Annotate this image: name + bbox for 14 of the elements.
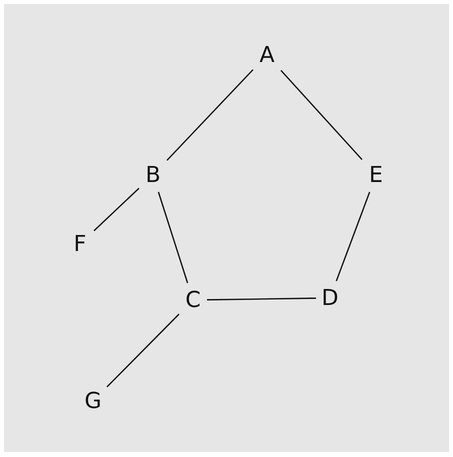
vertex-label: B [141,161,165,189]
vertex-label: F [68,230,92,258]
connector-line [280,70,362,160]
connector-line [106,314,180,388]
connector-line [207,298,316,300]
vertex-label: D [318,284,342,312]
connector-line [166,69,254,161]
vertex-label: A [255,41,279,69]
connector-line [158,192,188,284]
vertex-label: G [81,387,105,415]
connector-line [336,192,370,282]
vertex-label: C [181,286,205,314]
vertex-label: E [364,161,388,189]
connector-line [94,188,140,232]
